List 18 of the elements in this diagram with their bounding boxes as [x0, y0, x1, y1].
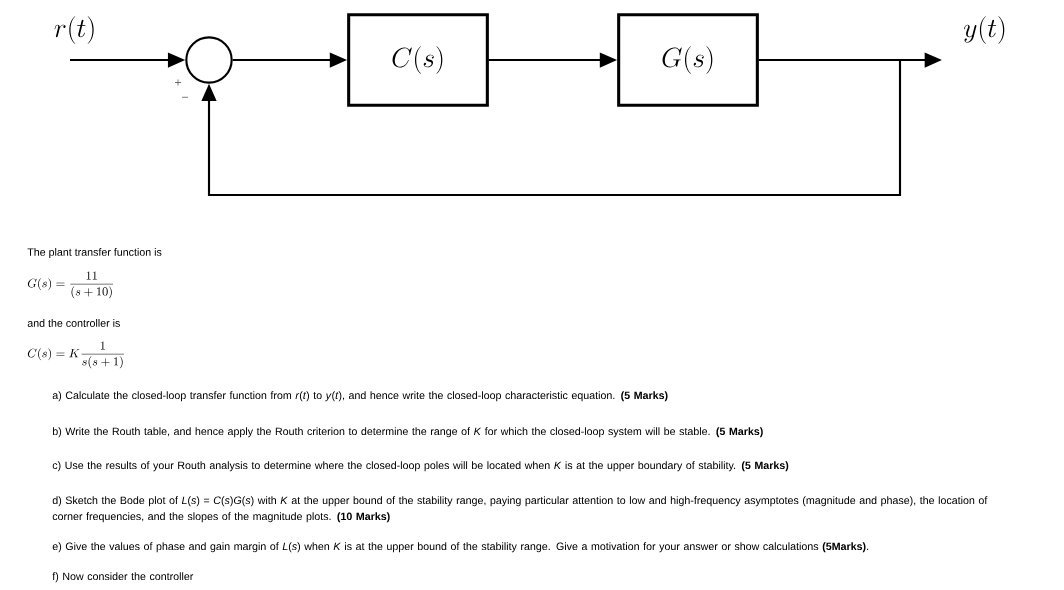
- sign-label: +: [175, 79, 181, 86]
- text-line: and the controller is: [27, 319, 120, 327]
- block-box: $G(s)$: [617, 13, 759, 107]
- signal-label: $y(t)$: [964, 16, 1005, 44]
- formula: $G(s) = \frac{11}{(s+10)}$: [27, 271, 114, 299]
- question-text: a) Calculate the closed-loop transfer function from r(t) to y(t), and hence write the closed-loop characteristic equation. (5 Marks): [52, 391, 668, 402]
- arrow: [201, 58, 902, 197]
- summing-junction: [185, 36, 233, 84]
- text-line: The plant transfer function is: [27, 248, 162, 258]
- formula: $C(s) = K\frac{1}{s(s+1)}$: [27, 341, 124, 369]
- block-box: $C(s)$: [347, 13, 489, 107]
- question-text: c) Use the results of your Routh analysis to determine where the closed-loop poles will be located when K is at the upper boundary of stability. (5 Marks): [52, 461, 789, 472]
- sign-label: −: [182, 96, 188, 98]
- question-text: b) Write the Routh table, and hence apply the Routh criterion to determine the range of K for which the closed-loop system will be stable. (5 Marks): [52, 427, 763, 438]
- signal-label: $r(t)$: [54, 16, 94, 44]
- question-text: e) Give the values of phase and gain margin of L(s) when K is at the upper bound of the stability range. Give a motivation for your answer or show calculations (5Marks).: [52, 542, 869, 553]
- question-text: d) Sketch the Bode plot of L(s) = C(s)G(s) with K at the upper bound of the stability range, paying particular attention to low and high-frequency asymptotes (magnitude and phase), the location of corner frequencies, and the slopes of the magnitude plots. (10 Marks): [52, 496, 988, 523]
- question-text: f) Now consider the controller: [52, 572, 194, 583]
